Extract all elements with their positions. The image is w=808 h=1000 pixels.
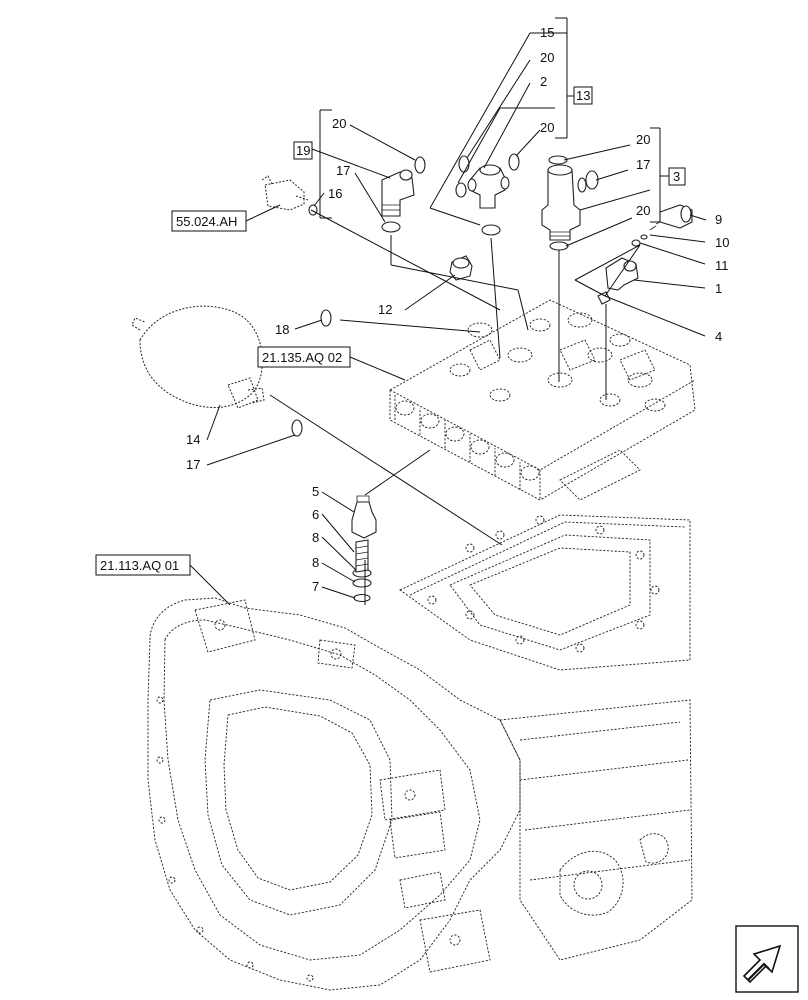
callout-3-box [668,167,686,186]
callout-7: 7 [312,579,319,594]
callout-15: 15 [540,25,554,40]
accumulator [131,305,265,409]
callout-3: 3 [673,169,680,184]
sensor [261,175,309,211]
callout-17: 17 [336,163,350,178]
pin-4 [597,291,611,305]
callout-4: 4 [715,329,722,344]
callout-20: 20 [540,50,554,65]
callout-18: 18 [275,322,289,337]
spring-6 [355,539,369,573]
callout-1: 1 [715,281,722,296]
callout-17: 17 [186,457,200,472]
callout-20: 20 [636,203,650,218]
reference-21113-box [95,554,191,576]
valve-block [389,299,696,501]
valve-5 [351,495,377,539]
callout-17: 17 [636,157,650,172]
callout-13: 13 [576,88,590,103]
callout-9: 9 [715,212,722,227]
tee-fitting-3 [541,164,587,241]
elbow-fitting-19 [381,169,415,217]
callout-19: 19 [296,143,310,158]
elbow-fitting-1 [605,257,639,291]
callout-19-box [293,141,313,160]
callout-5: 5 [312,484,319,499]
callout-12: 12 [378,302,392,317]
callout-14: 14 [186,432,200,447]
reference-55024: 55.024.AH [176,214,237,229]
callouts: 15 20 2 13 20 20 19 17 16 20 17 3 20 9 1… [186,25,729,594]
tee-fitting-2 [467,164,510,209]
reference-21135: 21.135.AQ 02 [262,350,342,365]
plug-12 [449,255,473,281]
callout-8: 8 [312,530,319,545]
callout-8: 8 [312,555,319,570]
callout-16: 16 [328,186,342,201]
callout-20: 20 [540,120,554,135]
plug-9 [649,204,693,231]
reference-55024-box [171,210,247,232]
reference-21135-box [257,346,351,368]
leader-lines [189,17,707,606]
callout-11: 11 [715,258,729,273]
callout-2: 2 [540,74,547,89]
reference-21113: 21.113.AQ 01 [100,558,179,573]
next-page-arrow-icon[interactable] [735,925,799,993]
transmission-housing [147,514,693,991]
references: 55.024.AH 21.135.AQ 02 21.113.AQ 01 [95,210,351,576]
callout-6: 6 [312,507,319,522]
callout-20: 20 [636,132,650,147]
callout-13-box [573,86,593,105]
callout-20: 20 [332,116,346,131]
callout-10: 10 [715,235,729,250]
